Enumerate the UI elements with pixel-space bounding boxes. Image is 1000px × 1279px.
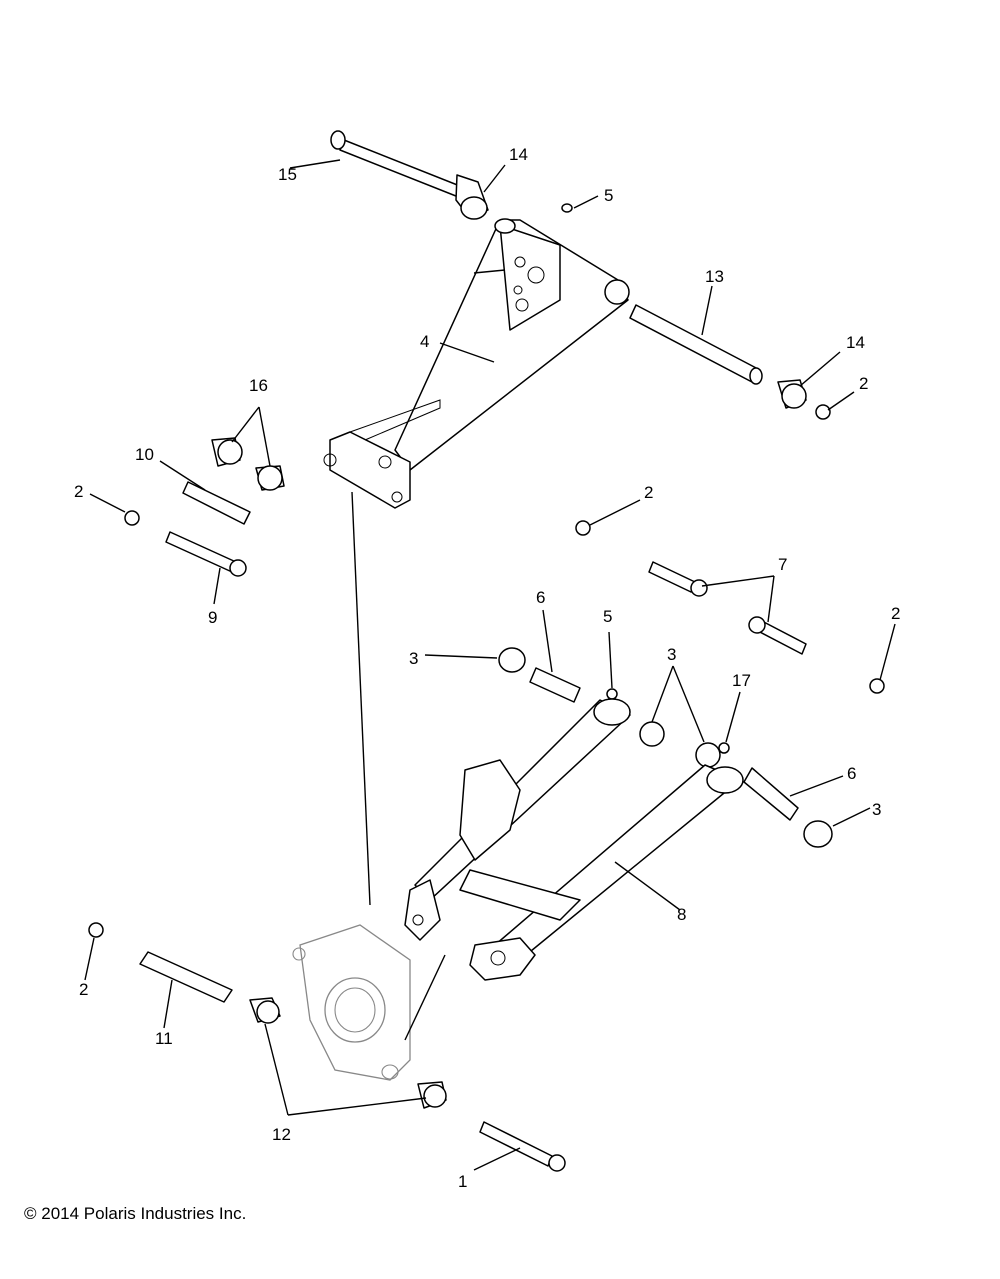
callout-16: 16 [249,376,268,395]
callout-2-mid: 2 [644,483,653,502]
callout-2-right-top: 2 [859,374,868,393]
callout-5-top: 5 [604,186,613,205]
callout-1: 1 [458,1172,467,1191]
part-6-tube-left [529,667,581,703]
part-2-nut-bottom-left [88,922,104,938]
part-1-bolt [479,1121,566,1172]
part-2-nut-right-top [815,404,831,420]
callout-6-left: 6 [536,588,545,607]
part-2-nut-right [869,678,885,694]
part-15-bolt [330,130,471,201]
callout-3-right: 3 [872,800,881,819]
part-3-bushings-middle [639,721,721,768]
leader-lines [84,159,896,1171]
callout-13: 13 [705,267,724,286]
part-17-fitting [718,742,730,754]
callout-3-middle: 3 [667,645,676,664]
callout-14-right: 14 [846,333,865,352]
knuckle [292,924,411,1081]
callout-7: 7 [778,555,787,574]
callout-15: 15 [278,165,297,184]
callout-2-right: 2 [891,604,900,623]
callout-2-bottom-left: 2 [79,980,88,999]
callout-5-lower: 5 [603,607,612,626]
part-11-tube [139,951,233,1003]
callout-17: 17 [732,671,751,690]
callout-6-right: 6 [847,764,856,783]
part-5-fitting-top [561,203,573,213]
part-13-tube [629,304,763,385]
part-14-bushing-top [455,174,489,220]
callout-12: 12 [272,1125,291,1144]
part-2-nut-mid [575,520,591,536]
part-16-bushings [211,437,285,491]
part-9-bolt [165,531,247,577]
part-4-upper-arm [323,218,630,509]
callout-3-left: 3 [409,649,418,668]
callout-9: 9 [208,608,217,627]
part-10-tube [182,481,251,525]
callout-11: 11 [155,1029,173,1048]
callout-labels: 15 14 5 13 4 14 2 16 10 2 2 7 9 6 5 2 3 … [74,145,900,1191]
part-6-tube-right [743,767,799,821]
callout-14-top: 14 [509,145,528,164]
part-8-lower-arm [404,698,744,981]
callout-2-left: 2 [74,482,83,501]
part-3-bushing-right [803,820,833,848]
part-3-bushing-left [498,647,526,673]
callout-8: 8 [677,905,686,924]
part-2-nut-left [124,510,140,526]
copyright-notice: © 2014 Polaris Industries Inc. [24,1204,247,1223]
callout-4: 4 [420,332,429,351]
part-7-bolts [648,561,807,655]
part-5-fitting-lower [606,688,618,700]
callout-10: 10 [135,445,154,464]
part-14-bushing-right [777,379,807,409]
part-12-bushings [249,997,447,1109]
